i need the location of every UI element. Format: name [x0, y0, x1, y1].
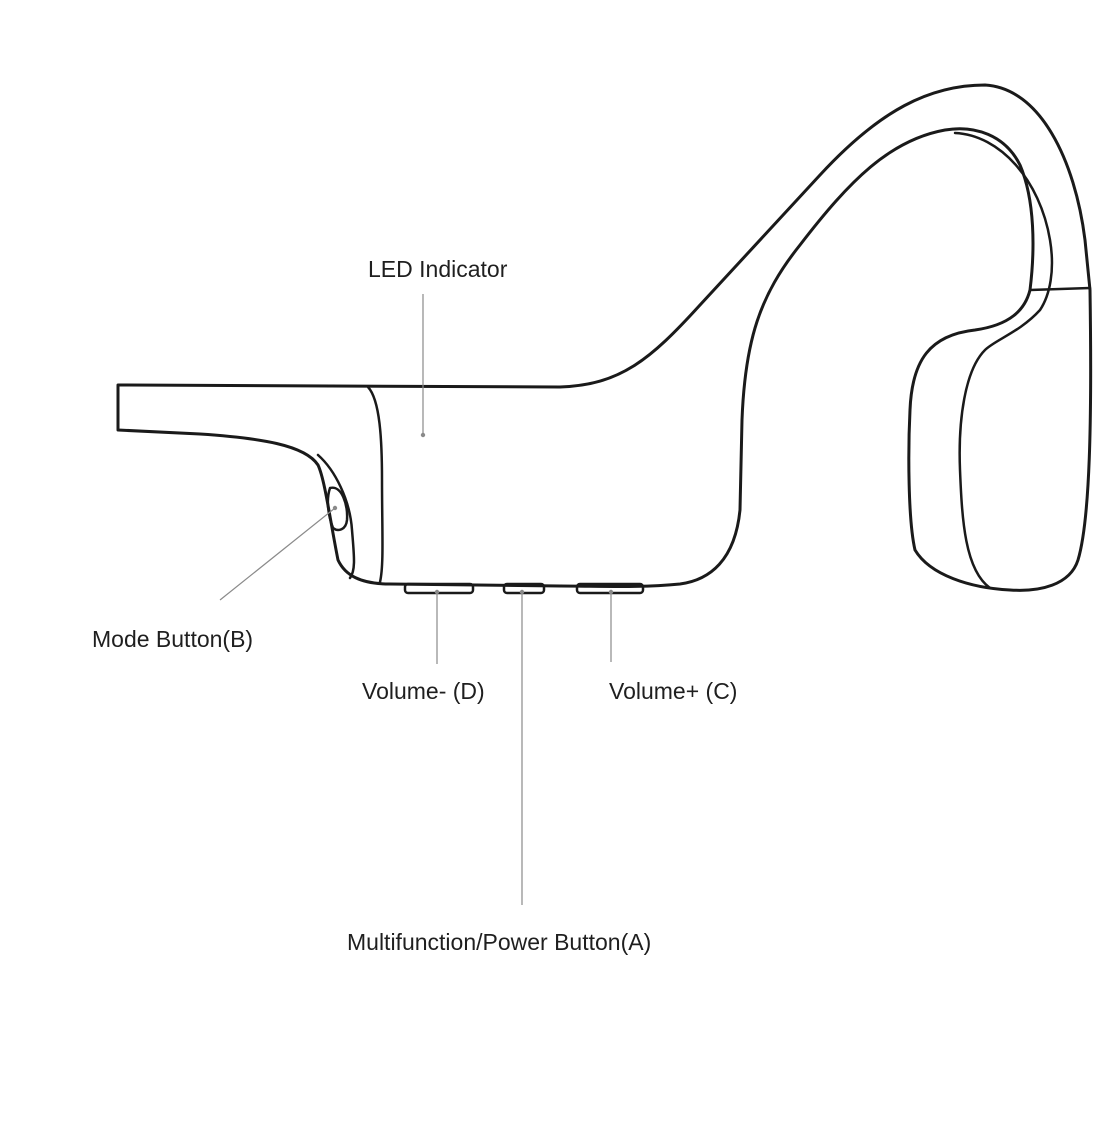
headphone-body-outline	[116, 83, 1093, 592]
multi-point	[519, 589, 525, 595]
vol-minus-point	[434, 589, 440, 595]
led-point	[420, 432, 426, 438]
earhook-inner-contour	[953, 131, 1054, 590]
vol-plus-point	[608, 589, 614, 595]
mode-point	[332, 505, 338, 511]
multifunction-button	[502, 582, 546, 595]
mode-button-label: Mode Button(B)	[92, 626, 253, 652]
mode-housing	[316, 453, 356, 580]
led-indicator-label: LED Indicator	[368, 256, 508, 282]
multifunction-label: Multifunction/Power Button(A)	[347, 929, 651, 955]
volume-minus-label: Volume- (D)	[362, 678, 485, 704]
volume-plus-label: Volume+ (C)	[609, 678, 737, 704]
earhook-band-line	[1028, 286, 1092, 292]
mode-leader	[219, 507, 336, 601]
mode-button	[326, 486, 349, 532]
volume-minus-button	[403, 582, 475, 595]
body-seam	[366, 385, 384, 584]
